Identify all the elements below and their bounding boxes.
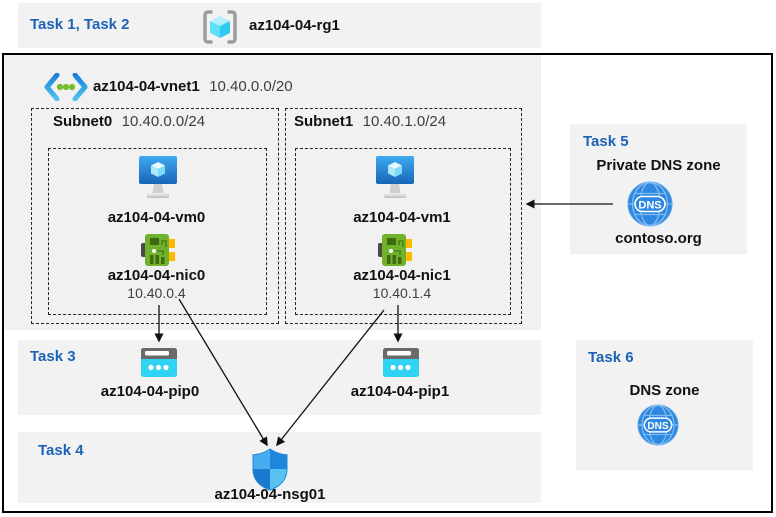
- vm0-label: az104-04-vm0: [107, 209, 206, 226]
- vnet-name: az104-04-vnet1: [93, 78, 200, 95]
- subnet1-name: Subnet1: [294, 113, 354, 130]
- resource-group-icon: [203, 10, 237, 44]
- subnet1-cidr: 10.40.1.0/24: [362, 113, 447, 130]
- task12-heading: Task 1, Task 2: [30, 16, 130, 33]
- vm1-icon: [376, 156, 414, 198]
- task6-box: Task 6 DNS zone DNS: [576, 340, 753, 470]
- subnet0-cidr: 10.40.0.0/24: [121, 113, 206, 130]
- pip0-label: az104-04-pip0: [100, 383, 200, 400]
- vm1-label: az104-04-vm1: [353, 209, 451, 226]
- nic1-icon: [378, 234, 412, 266]
- vm0-icon: [139, 156, 177, 198]
- diagram-outer-border: [2, 53, 773, 513]
- subnet1-inner-box: [295, 148, 511, 315]
- vnet-background: [4, 55, 541, 330]
- private-dns-zone-icon: DNS: [627, 181, 673, 227]
- private-dns-zone-name: contoso.org: [615, 230, 702, 247]
- dns-zone-icon: DNS: [637, 404, 679, 446]
- nic1-ip: 10.40.1.4: [372, 285, 432, 301]
- pip1-icon: [383, 348, 419, 377]
- nic0-icon: [141, 234, 175, 266]
- subnet0-box: [31, 108, 279, 324]
- nic0-label: az104-04-nic0: [107, 267, 206, 284]
- subnet1-box: [285, 108, 522, 324]
- dns-icon-text-2: DNS: [647, 421, 668, 432]
- dns-icon-text: DNS: [638, 200, 661, 212]
- pip1-label: az104-04-pip1: [350, 383, 450, 400]
- nic1-label: az104-04-nic1: [353, 267, 451, 284]
- task3-band: Task 3 az104-04-pip0 az104-04-pip1: [18, 340, 541, 415]
- nsg-label: az104-04-nsg01: [214, 486, 326, 503]
- task4-heading: Task 4: [38, 442, 84, 459]
- vnet-icon: [44, 73, 88, 101]
- task4-band: Task 4 az104-04-nsg01: [18, 432, 541, 503]
- task5-box: Task 5 Private DNS zone DNS contoso.org: [570, 124, 747, 254]
- dns-zone-title: DNS zone: [629, 382, 700, 399]
- subnet1-title: Subnet1 10.40.1.0/24: [294, 113, 446, 131]
- task6-heading: Task 6: [588, 349, 634, 366]
- rg-name-label: az104-04-rg1: [249, 17, 340, 34]
- vnet-title: az104-04-vnet1 10.40.0.0/20: [93, 78, 293, 96]
- nic0-ip: 10.40.0.4: [127, 285, 186, 301]
- task5-heading: Task 5: [583, 133, 629, 150]
- task12-band: Task 1, Task 2 az104-04-rg1: [18, 3, 541, 48]
- subnet0-name: Subnet0: [53, 113, 113, 130]
- pip0-icon: [141, 348, 177, 377]
- vnet-cidr: 10.40.0.0/20: [209, 78, 293, 95]
- nsg-shield-icon: [252, 448, 288, 491]
- task3-heading: Task 3: [30, 348, 76, 365]
- subnet0-title: Subnet0 10.40.0.0/24: [53, 113, 205, 131]
- private-dns-zone-title: Private DNS zone: [596, 157, 721, 174]
- subnet0-inner-box: [48, 148, 267, 315]
